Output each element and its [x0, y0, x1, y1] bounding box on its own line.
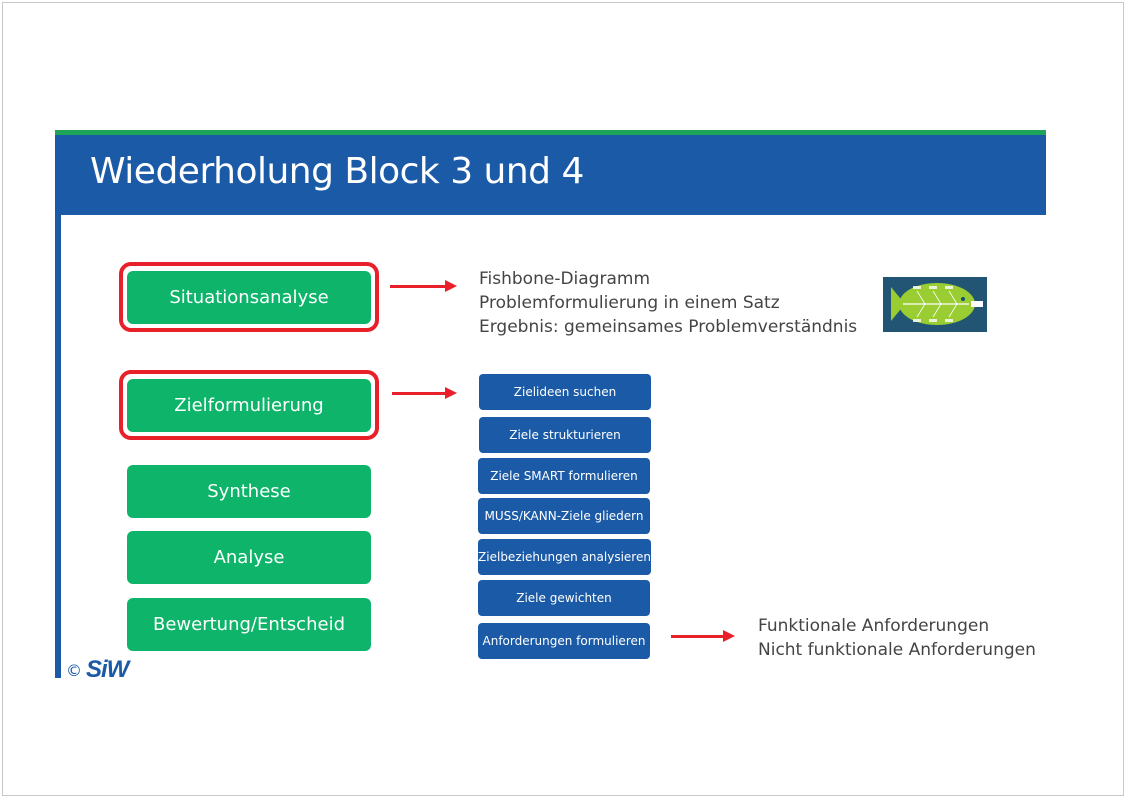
- step-analyse-button[interactable]: Analyse: [127, 531, 371, 584]
- slide-title: Wiederholung Block 3 und 4: [90, 151, 584, 192]
- step-bewertung-button[interactable]: Bewertung/Entscheid: [127, 598, 371, 651]
- highlight-ring-situationsanalyse: [119, 262, 379, 332]
- ziel-step-button[interactable]: Ziele strukturieren: [479, 417, 651, 453]
- note-line: Funktionale Anforderungen: [758, 616, 990, 636]
- ziel-step-button[interactable]: Ziele gewichten: [478, 580, 650, 616]
- right-arrow-icon: [392, 387, 457, 399]
- step-synthese-button[interactable]: Synthese: [127, 465, 371, 518]
- fishbone-diagram-image: [883, 277, 987, 332]
- step-zielformulierung-button[interactable]: Zielformulierung: [127, 379, 371, 432]
- note-line: Problemformulierung in einem Satz: [479, 293, 780, 313]
- slide-header: [55, 135, 1046, 215]
- ziel-step-button[interactable]: Zielideen suchen: [479, 374, 651, 410]
- note-line: Nicht funktionale Anforderungen: [758, 640, 1036, 660]
- ziel-step-button[interactable]: Anforderungen formulieren: [478, 623, 650, 659]
- header-accent-line: [55, 130, 1046, 135]
- siw-logo: SiW: [86, 656, 129, 683]
- copyright-symbol: ©: [66, 660, 82, 680]
- copyright: © SiW: [66, 656, 129, 684]
- highlight-ring-zielformulierung: [119, 370, 379, 440]
- ziel-step-button[interactable]: Ziele SMART formulieren: [478, 458, 650, 494]
- note-line: Fishbone-Diagramm: [479, 269, 651, 289]
- situationsanalyse-notes: Fishbone-Diagramm Problemformulierung in…: [479, 267, 857, 339]
- right-arrow-icon: [390, 280, 457, 292]
- ziel-step-button[interactable]: Zielbeziehungen analysieren: [478, 539, 651, 575]
- note-line: Ergebnis: gemeinsames Problemverständnis: [479, 317, 858, 337]
- ziel-step-button[interactable]: MUSS/KANN-Ziele gliedern: [478, 498, 650, 534]
- right-arrow-icon: [671, 630, 735, 642]
- left-accent-bar: [55, 215, 61, 678]
- step-situationsanalyse-button[interactable]: Situationsanalyse: [127, 271, 371, 324]
- anforderungen-notes: Funktionale Anforderungen Nicht funktion…: [758, 614, 1036, 662]
